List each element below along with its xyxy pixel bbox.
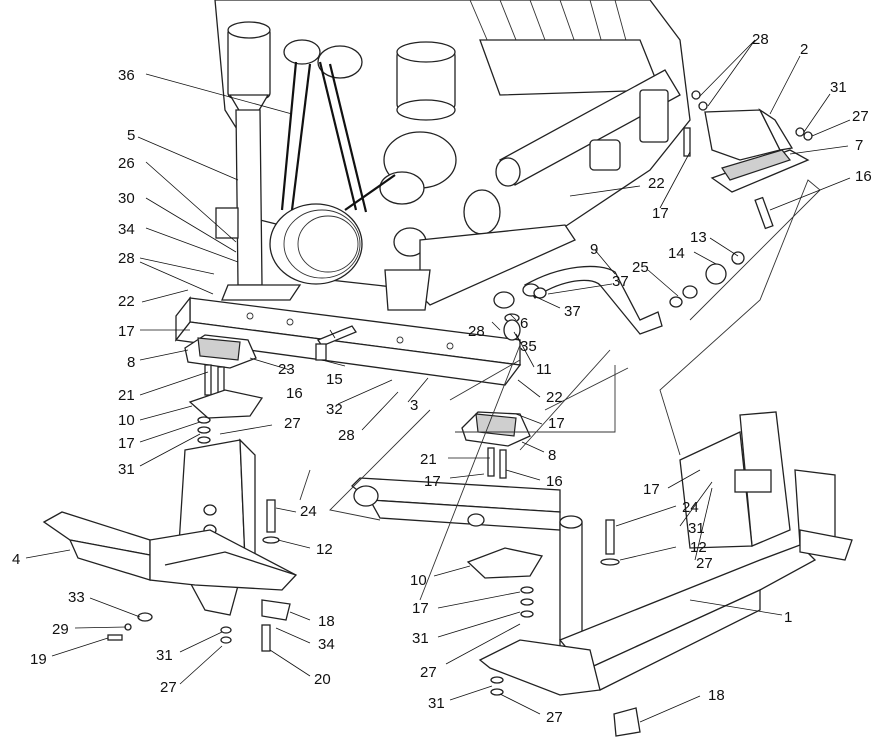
callout-label-8: 8 xyxy=(548,447,556,464)
callout-label-1: 1 xyxy=(784,609,792,626)
callout-label-27: 27 xyxy=(546,709,563,726)
callout-label-21: 21 xyxy=(420,451,437,468)
callout-label-16: 16 xyxy=(286,385,303,402)
callout-label-14: 14 xyxy=(668,245,685,262)
callout-label-25: 25 xyxy=(632,259,649,276)
subframe xyxy=(351,411,853,737)
callout-label-17: 17 xyxy=(118,435,135,452)
callout-label-13: 13 xyxy=(690,229,707,246)
callout-label-36: 36 xyxy=(118,67,135,84)
callout-label-34: 34 xyxy=(318,636,335,653)
callout-label-18: 18 xyxy=(708,687,725,704)
callout-label-30: 30 xyxy=(118,190,135,207)
callout-label-12: 12 xyxy=(316,541,333,558)
callout-label-23: 23 xyxy=(278,361,295,378)
rear-engine-mount xyxy=(683,90,813,230)
callout-label-27: 27 xyxy=(696,555,713,572)
callout-label-31: 31 xyxy=(830,79,847,96)
engine-assembly xyxy=(214,0,691,311)
callout-label-31: 31 xyxy=(688,520,705,537)
washer-plate-18 xyxy=(261,599,291,621)
callout-label-24: 24 xyxy=(300,503,317,520)
callout-label-17: 17 xyxy=(412,600,429,617)
callout-label-26: 26 xyxy=(118,155,135,172)
crank-pulley xyxy=(269,203,363,285)
callout-label-28: 28 xyxy=(338,427,355,444)
callout-label-27: 27 xyxy=(852,108,869,125)
callout-label-33: 33 xyxy=(68,589,85,606)
callout-label-17: 17 xyxy=(548,415,565,432)
callout-label-32: 32 xyxy=(326,401,343,418)
callout-label-22: 22 xyxy=(118,293,135,310)
callout-label-17: 17 xyxy=(118,323,135,340)
callout-label-2: 2 xyxy=(800,41,808,58)
callout-label-10: 10 xyxy=(118,412,135,429)
callout-label-35: 35 xyxy=(520,338,537,355)
callout-label-16: 16 xyxy=(855,168,872,185)
callout-label-18: 18 xyxy=(318,613,335,630)
callout-label-4: 4 xyxy=(12,551,20,568)
callout-label-37: 37 xyxy=(564,303,581,320)
callout-label-37: 37 xyxy=(612,273,629,290)
callout-label-3: 3 xyxy=(410,397,418,414)
callout-label-21: 21 xyxy=(118,387,135,404)
callout-label-27: 27 xyxy=(284,415,301,432)
callout-label-12: 12 xyxy=(690,539,707,556)
hose-assembly xyxy=(493,251,745,341)
callout-label-31: 31 xyxy=(428,695,445,712)
callout-label-28: 28 xyxy=(118,250,135,267)
callout-label-34: 34 xyxy=(118,221,135,238)
callout-label-28: 28 xyxy=(468,323,485,340)
right-engine-mount xyxy=(461,411,544,696)
left-engine-mount xyxy=(184,334,264,444)
callout-label-31: 31 xyxy=(412,630,429,647)
callout-label-31: 31 xyxy=(118,461,135,478)
callout-label-22: 22 xyxy=(546,389,563,406)
callout-label-16: 16 xyxy=(546,473,563,490)
callout-label-5: 5 xyxy=(127,127,135,144)
callout-label-29: 29 xyxy=(52,621,69,638)
callout-label-28: 28 xyxy=(752,31,769,48)
leader-lines xyxy=(25,39,851,723)
callout-label-22: 22 xyxy=(648,175,665,192)
callout-label-27: 27 xyxy=(420,664,437,681)
callout-label-15: 15 xyxy=(326,371,343,388)
callout-label-10: 10 xyxy=(410,572,427,589)
callout-label-17: 17 xyxy=(424,473,441,490)
drive-belt xyxy=(280,61,298,211)
callout-label-31: 31 xyxy=(156,647,173,664)
callout-label-6: 6 xyxy=(520,315,528,332)
callout-label-8: 8 xyxy=(127,354,135,371)
callout-label-24: 24 xyxy=(682,499,699,516)
callout-label-17: 17 xyxy=(652,205,669,222)
callout-label-9: 9 xyxy=(590,241,598,258)
callout-label-20: 20 xyxy=(314,671,331,688)
callout-label-19: 19 xyxy=(30,651,47,668)
callout-label-27: 27 xyxy=(160,679,177,696)
callout-label-17: 17 xyxy=(643,481,660,498)
front-bracket xyxy=(235,109,263,286)
left-frame-bracket xyxy=(42,438,298,616)
callout-label-11: 11 xyxy=(536,361,552,378)
callout-label-7: 7 xyxy=(855,137,863,154)
